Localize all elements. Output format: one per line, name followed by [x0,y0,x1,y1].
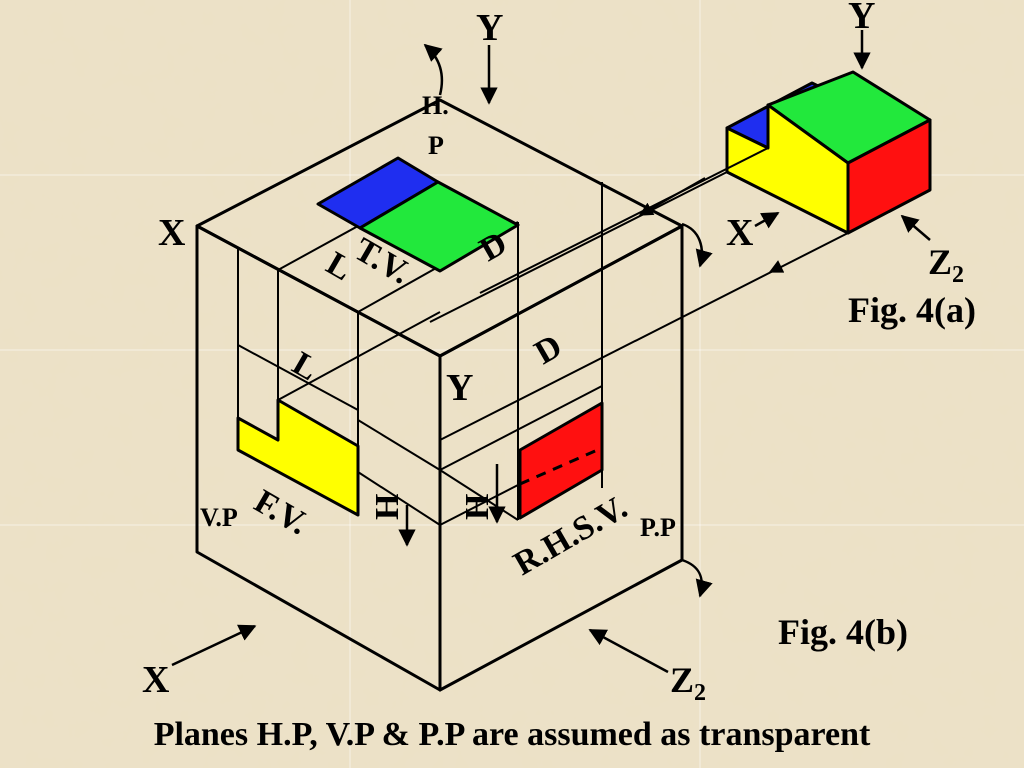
z2-arrow-object [900,214,931,241]
sv-hidden-line [519,446,603,486]
slide-caption: Planes H.P, V.P & P.P are assumed as tra… [153,716,871,753]
label-x-left: X [158,212,185,254]
label-pp: P.P [640,513,676,542]
label-fv: F.V. [248,483,314,542]
x-arrow-object [754,211,780,229]
label-z2-object: Z2 [928,242,964,288]
hp-rotation-arrow [423,43,444,96]
pp-rotation-arrow-top [681,222,713,268]
label-hp-p: P [428,131,444,160]
label-y-center: Y [446,367,473,409]
tv-green [358,180,520,273]
label-y-cube: Y [476,7,503,49]
label-d-right: D [529,328,569,372]
x-arrow-bottom [171,624,257,667]
fv-yellow [236,398,360,517]
label-l-front: L [286,345,324,388]
projected-views [236,156,604,520]
label-vp: V.P [200,503,238,532]
label-hp-h: H. [422,91,449,120]
z2-arrow-bottom [588,628,669,674]
label-h-right: H [459,494,496,520]
label-h-front: H [369,494,406,520]
label-x-bottom: X [142,659,169,701]
label-y-object: Y [848,0,875,37]
projectors [429,147,849,441]
pp-rotation-arrow-bottom [681,558,713,598]
view-direction-arrows [171,30,931,674]
object-red-side-face [846,118,932,235]
fig-4b-caption: Fig. 4(b) [778,612,908,652]
fig-4a-caption: Fig. 4(a) [848,290,976,330]
label-z2-bottom: Z2 [670,660,706,706]
label-x-object: X [726,212,753,254]
label-l-top: L [320,245,358,288]
sv-red [518,401,604,520]
